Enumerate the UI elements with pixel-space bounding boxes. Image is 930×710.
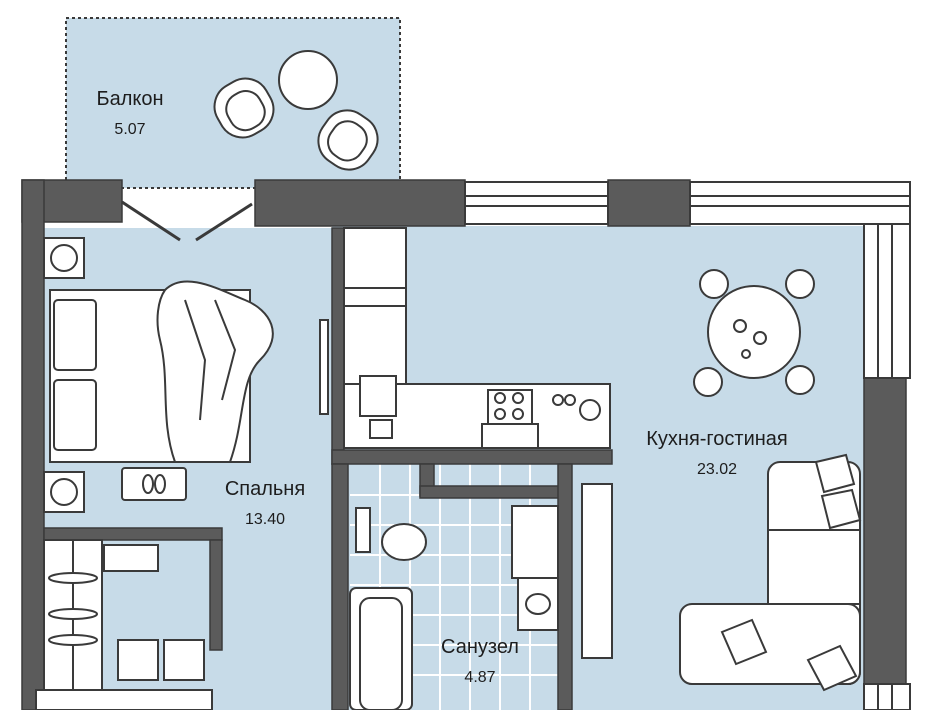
room-label-bathroom: Санузел 4.87 xyxy=(426,636,534,687)
room-label-bedroom: Спальня 13.40 xyxy=(210,478,320,529)
room-name: Спальня xyxy=(224,478,306,500)
room-area: 5.07 xyxy=(114,121,146,138)
room-label-balcony: Балкон 5.07 xyxy=(90,88,170,139)
room-name: Балкон xyxy=(96,88,164,110)
room-area: 13.40 xyxy=(244,511,286,528)
walls xyxy=(21,179,907,710)
bedside-items xyxy=(43,237,329,513)
room-name: Санузел xyxy=(441,636,519,658)
wardrobe xyxy=(35,539,213,710)
balcony-door xyxy=(121,200,253,242)
room-area: 23.02 xyxy=(696,461,738,478)
room-area: 4.87 xyxy=(464,669,496,686)
balcony-furniture xyxy=(213,50,379,171)
bathroom-fixtures xyxy=(349,505,559,710)
tv-stand xyxy=(581,483,613,659)
dining-table xyxy=(693,269,815,397)
room-name: Кухня-гостиная xyxy=(646,428,788,450)
room-label-kitchen-living: Кухня-гостиная 23.02 xyxy=(626,428,808,479)
sofa xyxy=(679,453,862,692)
window-kitchen-top xyxy=(464,181,911,710)
kitchen-counter xyxy=(343,227,611,449)
bed xyxy=(49,280,274,463)
